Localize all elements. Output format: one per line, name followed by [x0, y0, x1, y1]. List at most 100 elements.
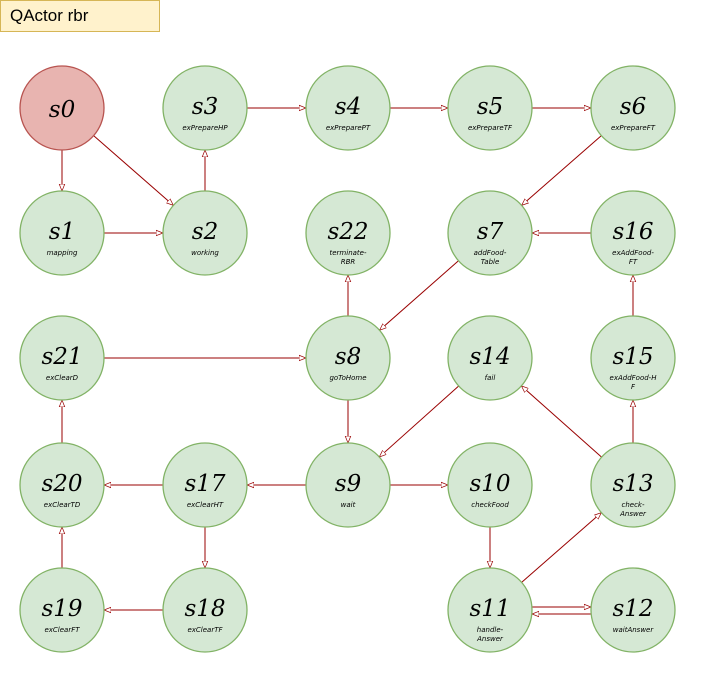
- state-action-label: checkFood: [471, 501, 509, 509]
- state-name: s7: [477, 219, 504, 245]
- state-s0[interactable]: s0: [19, 65, 105, 151]
- state-name: s2: [192, 219, 218, 245]
- state-name: s21: [41, 344, 82, 370]
- state-circle: [590, 442, 676, 528]
- state-circle: [162, 65, 248, 151]
- state-action-label: exPrepareHP: [182, 124, 228, 132]
- state-s8[interactable]: s8 goToHome: [305, 315, 391, 401]
- state-s13[interactable]: s13 check-Answer: [590, 442, 676, 528]
- state-circle: [19, 315, 105, 401]
- transition-s13-to-s14: [521, 386, 602, 458]
- state-circle: [447, 65, 533, 151]
- state-action-label: handle-: [477, 626, 504, 634]
- state-s9[interactable]: s9 wait: [305, 442, 391, 528]
- state-s5[interactable]: s5 exPrepareTF: [447, 65, 533, 151]
- state-name: s4: [335, 94, 361, 120]
- state-s7[interactable]: s7 addFood-Table: [447, 190, 533, 276]
- state-circle: [19, 190, 105, 276]
- state-circle: [447, 567, 533, 653]
- state-circle: [305, 65, 391, 151]
- state-action-label: exPrepareFT: [611, 124, 656, 132]
- state-circle: [590, 190, 676, 276]
- state-circle: [447, 190, 533, 276]
- state-s15[interactable]: s15 exAddFood-HF: [590, 315, 676, 401]
- state-action-label: addFood-: [474, 249, 507, 257]
- transition-s11-to-s13: [521, 513, 602, 583]
- state-s14[interactable]: s14 fail: [447, 315, 533, 401]
- state-action-label: exAddFood-: [612, 249, 654, 257]
- state-name: s0: [49, 97, 75, 123]
- state-s3[interactable]: s3 exPrepareHP: [162, 65, 248, 151]
- state-name: s15: [612, 344, 653, 370]
- state-s18[interactable]: s18 exClearTF: [162, 567, 248, 653]
- state-name: s1: [49, 219, 75, 245]
- transition-s7-to-s8: [380, 260, 459, 330]
- state-action-label: wait: [341, 501, 356, 509]
- state-action-label: exClearD: [46, 374, 79, 382]
- state-name: s13: [612, 471, 653, 497]
- state-action-label: Table: [481, 258, 500, 266]
- state-name: s6: [620, 94, 646, 120]
- state-name: s5: [477, 94, 503, 120]
- state-circle: [19, 442, 105, 528]
- state-s22[interactable]: s22 terminate-RBR: [305, 190, 391, 276]
- state-name: s22: [327, 219, 368, 245]
- state-name: s9: [335, 471, 361, 497]
- state-name: s11: [469, 596, 510, 622]
- state-circle: [19, 65, 105, 151]
- state-circle: [162, 190, 248, 276]
- state-name: s16: [612, 219, 653, 245]
- state-action-label: terminate-: [330, 249, 367, 257]
- state-circle: [447, 442, 533, 528]
- state-action-label: exClearFT: [44, 626, 80, 634]
- state-s11[interactable]: s11 handle-Answer: [447, 567, 533, 653]
- transitions-layer: [62, 108, 633, 614]
- state-action-label: exPrepareTF: [468, 124, 513, 132]
- state-s17[interactable]: s17 exClearHT: [162, 442, 248, 528]
- state-circle: [447, 315, 533, 401]
- state-action-label: working: [191, 249, 219, 257]
- state-s6[interactable]: s6 exPrepareFT: [590, 65, 676, 151]
- state-action-label: FT: [629, 258, 638, 266]
- states-layer: s0 s1 mapping s2 working s3 exPrepareHP s4 exPre…: [19, 65, 676, 653]
- state-s16[interactable]: s16 exAddFood-FT: [590, 190, 676, 276]
- state-action-label: exPreparePT: [326, 124, 371, 132]
- state-action-label: goToHome: [329, 374, 366, 382]
- state-action-label: mapping: [47, 249, 78, 257]
- state-circle: [305, 442, 391, 528]
- transition-s14-to-s9: [379, 385, 460, 457]
- state-action-label: RBR: [341, 258, 356, 266]
- state-circle: [162, 567, 248, 653]
- state-action-label: Answer: [476, 635, 504, 643]
- state-action-label: fail: [485, 374, 496, 382]
- state-name: s17: [184, 471, 225, 497]
- transition-s0-to-s2: [93, 135, 174, 206]
- diagram-title: QActor rbr: [0, 0, 160, 32]
- state-circle: [590, 315, 676, 401]
- state-action-label: exClearTF: [187, 626, 223, 634]
- state-name: s18: [184, 596, 225, 622]
- state-action-label: F: [631, 383, 636, 391]
- state-circle: [305, 190, 391, 276]
- state-name: s3: [192, 94, 218, 120]
- state-name: s8: [335, 344, 361, 370]
- state-s1[interactable]: s1 mapping: [19, 190, 105, 276]
- state-name: s20: [41, 471, 82, 497]
- state-s21[interactable]: s21 exClearD: [19, 315, 105, 401]
- state-action-label: exClearHT: [187, 501, 224, 509]
- state-action-label: check-: [621, 501, 644, 509]
- state-action-label: exAddFood-H: [610, 374, 658, 382]
- state-name: s14: [469, 344, 510, 370]
- state-s4[interactable]: s4 exPreparePT: [305, 65, 391, 151]
- state-s2[interactable]: s2 working: [162, 190, 248, 276]
- state-s10[interactable]: s10 checkFood: [447, 442, 533, 528]
- state-action-label: Answer: [619, 510, 647, 518]
- transition-s6-to-s7: [522, 135, 602, 206]
- state-circle: [590, 65, 676, 151]
- state-name: s10: [469, 471, 510, 497]
- state-action-label: waitAnswer: [613, 626, 655, 634]
